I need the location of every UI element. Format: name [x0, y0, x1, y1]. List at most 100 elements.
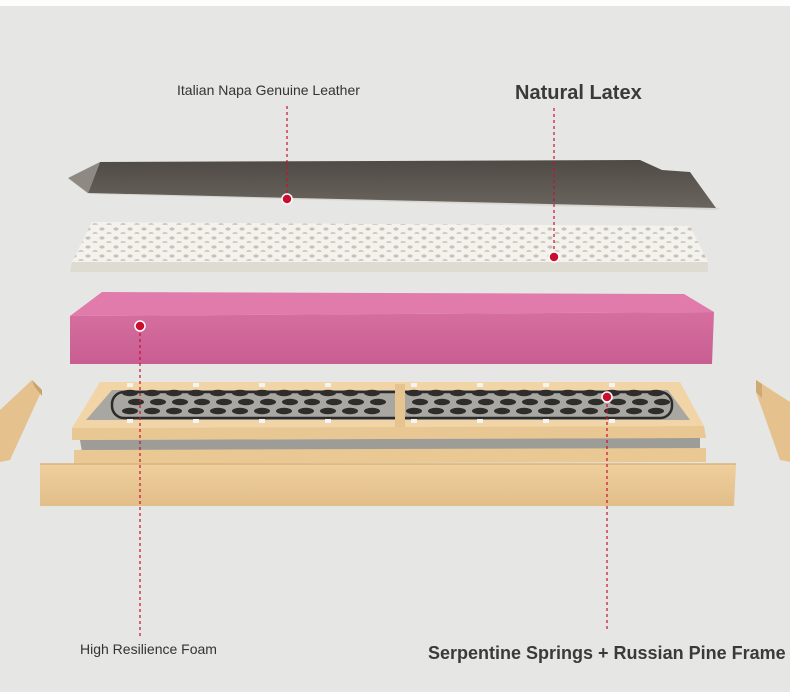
spring-link — [456, 398, 472, 406]
spring-link — [478, 398, 494, 406]
spring-clip — [543, 383, 549, 387]
spring-link — [320, 407, 336, 415]
spring-link — [194, 398, 210, 406]
spring-clip — [477, 419, 483, 423]
spring-link — [472, 407, 488, 415]
spring-link — [406, 407, 422, 415]
spring-link — [582, 407, 598, 415]
spring-link — [412, 398, 428, 406]
spring-link — [144, 389, 160, 397]
latex-marker-dot — [548, 251, 560, 263]
spring-link — [428, 407, 444, 415]
spring-link — [516, 407, 532, 415]
spring-link — [538, 407, 554, 415]
spring-clip — [325, 419, 331, 423]
spring-link — [582, 389, 598, 397]
spring-link — [320, 389, 336, 397]
spring-link — [188, 407, 204, 415]
spring-link — [494, 407, 510, 415]
spring-link — [122, 407, 138, 415]
spring-link — [260, 398, 276, 406]
frame-marker-dot — [601, 391, 613, 403]
spring-link — [544, 398, 560, 406]
spring-link — [626, 389, 642, 397]
spring-link — [370, 398, 386, 406]
spring-link — [538, 389, 554, 397]
spring-link — [450, 407, 466, 415]
leather-layer — [68, 160, 720, 210]
spring-link — [254, 407, 270, 415]
spring-clip — [259, 383, 265, 387]
label-leather: Italian Napa Genuine Leather — [177, 82, 360, 98]
spring-link — [560, 389, 576, 397]
spring-clip — [543, 419, 549, 423]
spring-link — [122, 389, 138, 397]
spring-link — [494, 389, 510, 397]
spring-link — [150, 398, 166, 406]
spring-link — [348, 398, 364, 406]
spring-link — [566, 398, 582, 406]
spring-link — [144, 407, 160, 415]
pine-frame — [40, 382, 736, 506]
spring-clip — [411, 383, 417, 387]
spring-link — [342, 407, 358, 415]
spring-link — [406, 389, 422, 397]
spring-link — [648, 407, 664, 415]
spring-link — [172, 398, 188, 406]
pointer-leather — [281, 106, 293, 205]
pointer-latex — [548, 108, 560, 263]
spring-link — [610, 398, 626, 406]
spring-clip — [127, 383, 133, 387]
foam-layer — [70, 292, 714, 364]
spring-clip — [127, 419, 133, 423]
spring-clip — [477, 383, 483, 387]
top-border — [0, 0, 790, 6]
latex-layer — [70, 222, 708, 272]
spring-link — [128, 398, 144, 406]
spring-link — [232, 407, 248, 415]
spring-link — [166, 407, 182, 415]
spring-link — [560, 407, 576, 415]
label-foam: High Resilience Foam — [80, 641, 217, 657]
spring-grid — [122, 383, 670, 423]
spring-link — [654, 398, 670, 406]
spring-link — [326, 398, 342, 406]
spring-link — [188, 389, 204, 397]
spring-clip — [193, 419, 199, 423]
spring-link — [516, 389, 532, 397]
pointer-frame — [601, 391, 613, 630]
leather-marker-dot — [281, 193, 293, 205]
spring-link — [304, 398, 320, 406]
spring-link — [282, 398, 298, 406]
spring-link — [632, 398, 648, 406]
spring-link — [428, 389, 444, 397]
spring-link — [472, 389, 488, 397]
label-latex: Natural Latex — [515, 82, 642, 104]
spring-link — [238, 398, 254, 406]
spring-link — [450, 389, 466, 397]
spring-clip — [193, 383, 199, 387]
spring-link — [216, 398, 232, 406]
spring-link — [210, 389, 226, 397]
spring-link — [298, 407, 314, 415]
spring-clip — [325, 383, 331, 387]
serpentine-springs — [110, 390, 674, 420]
left-side-panel — [0, 380, 42, 462]
spring-link — [276, 389, 292, 397]
spring-link — [276, 407, 292, 415]
spring-link — [166, 389, 182, 397]
spring-link — [500, 398, 516, 406]
spring-clip — [609, 383, 615, 387]
spring-link — [588, 398, 604, 406]
pointer-foam — [134, 320, 146, 636]
spring-link — [648, 389, 664, 397]
spring-clip — [259, 419, 265, 423]
spring-link — [364, 407, 380, 415]
spring-link — [364, 389, 380, 397]
spring-clip — [411, 419, 417, 423]
spring-link — [522, 398, 538, 406]
foam-marker-dot — [134, 320, 146, 332]
spring-link — [210, 407, 226, 415]
